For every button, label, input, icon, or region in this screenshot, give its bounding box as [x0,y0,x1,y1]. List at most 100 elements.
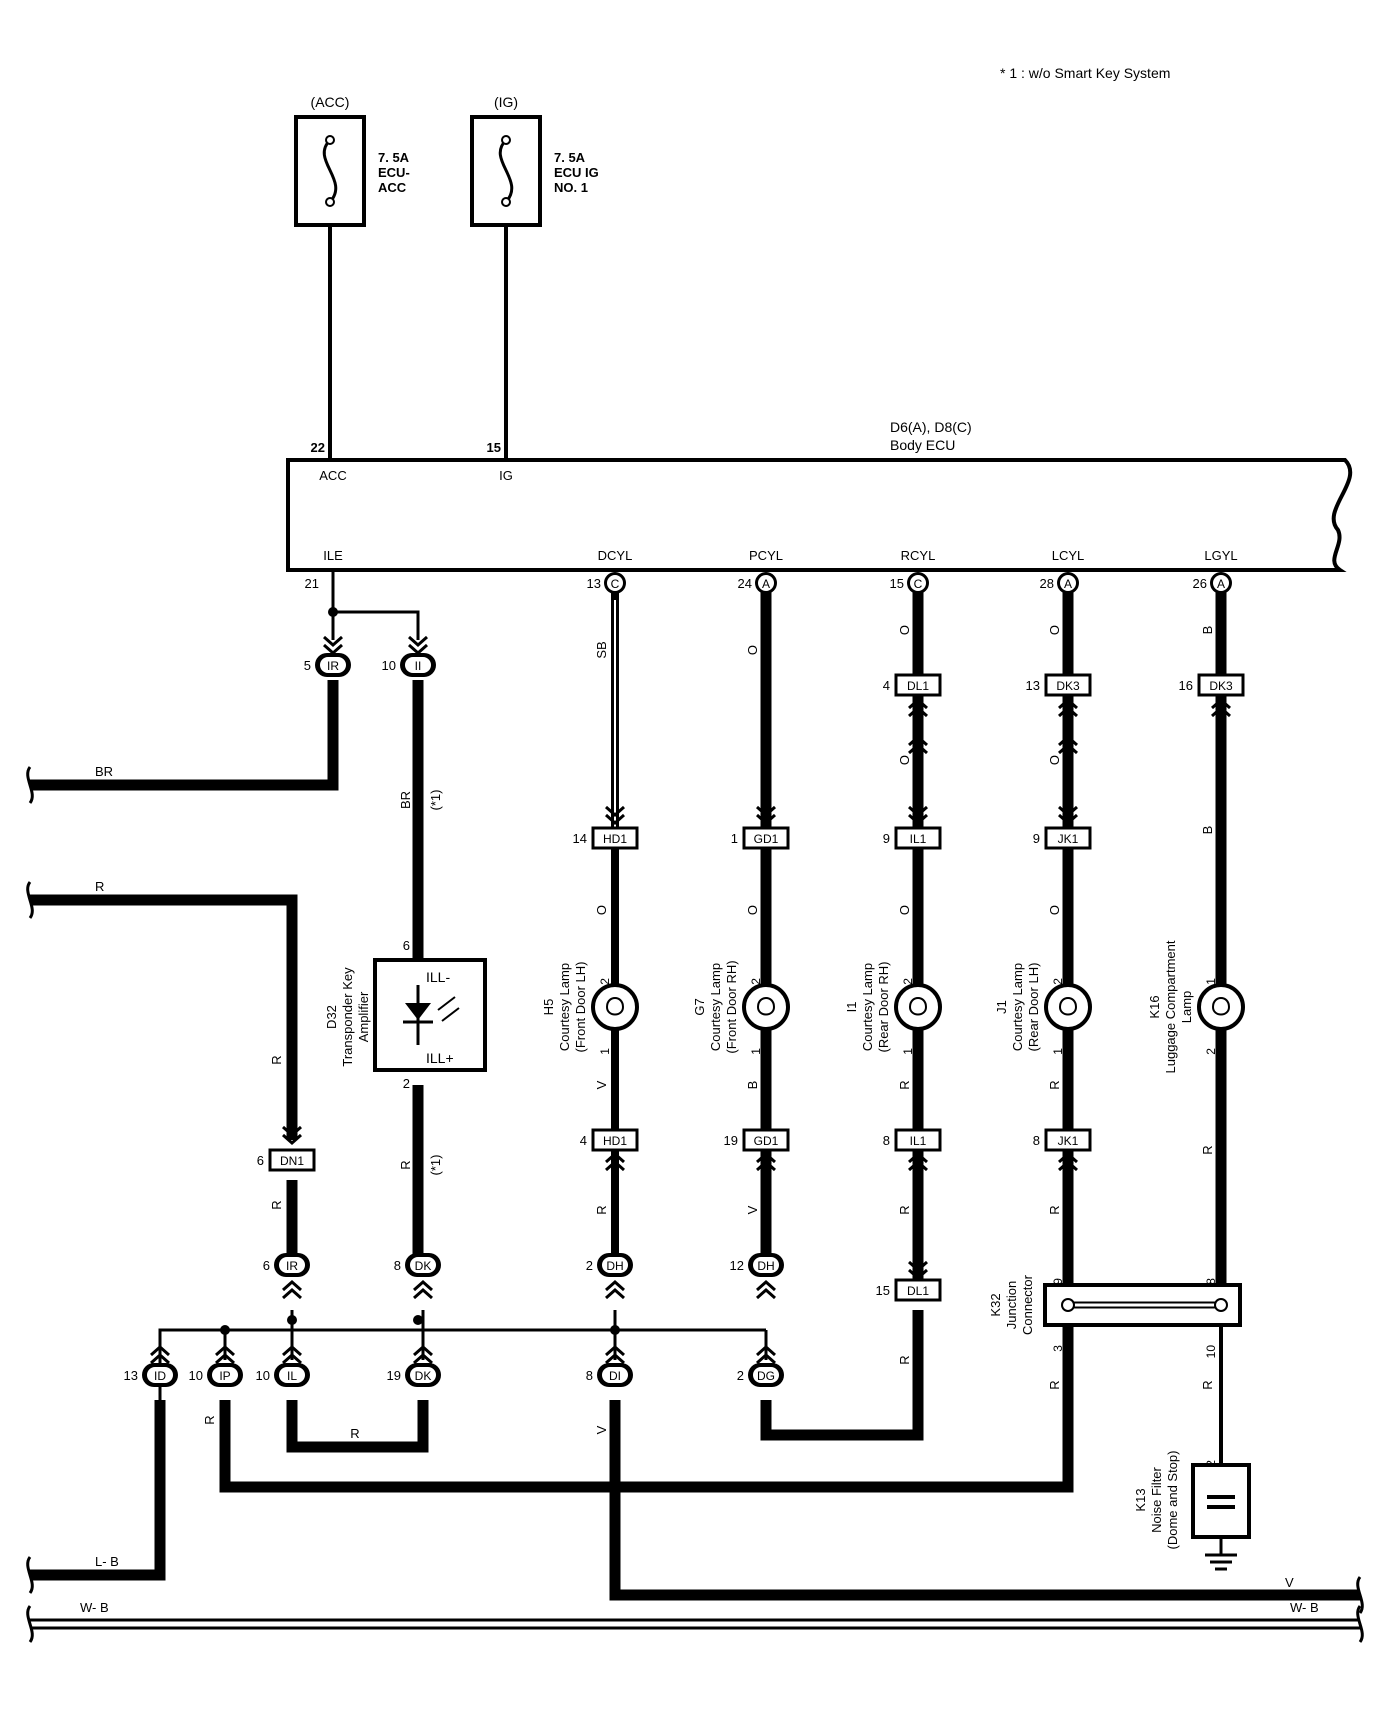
wire-color-label: SB [594,641,609,658]
wire-color-label: O [1047,625,1062,635]
junction-connector-inner [405,657,431,673]
chevron-down-icon [1058,805,1078,826]
wire-color-label: O [1047,755,1062,765]
chevron-up-icon [1058,697,1078,718]
lamp-pin: 2 [1051,978,1065,985]
ecu-pin-number: 24 [738,576,752,591]
k32-pin: 8 [1204,1278,1218,1285]
junction-dot [220,1325,230,1335]
ecu-pin-label: ACC [319,468,346,483]
junction-connector-inner [410,1257,436,1273]
fuse-name: ECU IG [554,165,599,180]
junction-connector-id: DK [415,1369,432,1383]
chevron-up-icon [1058,1151,1078,1172]
inline-connector-id: DK3 [1056,679,1080,693]
lb-wire [30,1400,166,1581]
junction-connector-id: IP [219,1369,230,1383]
lamp-pin: 2 [598,978,612,985]
junction-connector-pin: 12 [730,1258,744,1273]
fuse-terminal [325,135,335,145]
ecu-connector-badge-inner [1213,575,1229,591]
inline-connector-id: DK3 [1209,679,1233,693]
chevron-up-icon [150,1344,170,1365]
junction-connector-pin: 13 [124,1368,138,1383]
ecu-pin-number: 22 [311,440,325,455]
ecu-connector-badge-inner [1060,575,1076,591]
inline-connector [742,1128,790,1152]
chevron-up-icon [413,1279,433,1300]
wire-color-label: B [745,1081,760,1090]
k32-ref: K32 [988,1293,1003,1316]
lamp-bulb-icon [1197,983,1245,1031]
wire-break-mark [26,1556,34,1594]
junction-connector-inner [753,1367,779,1383]
fuse-name: ECU- [378,165,410,180]
inline-connector-pin: 9 [1033,831,1040,846]
ecu-name: Body ECU [890,437,955,453]
junction-connector-id: IR [286,1259,298,1273]
ecu-connector-letter: A [762,577,770,591]
chevron-down-icon [323,635,343,656]
junction-connector-inner [602,1367,628,1383]
lamp-name: (Front Door RH) [724,960,739,1053]
chevron-down-icon [908,805,928,826]
noise-filter-ref: K13 [1133,1488,1148,1511]
fuse-element [498,138,514,204]
inline-connector-pin: 13 [1026,678,1040,693]
lamp-name: Courtesy Lamp [1010,963,1025,1051]
inline-connector [894,826,942,850]
ecu-ref: D6(A), D8(C) [890,419,972,435]
junction-connector-pin: 6 [263,1258,270,1273]
lamp-ref: G7 [692,998,707,1015]
inline-connector-pin: 15 [876,1283,890,1298]
inline-connector-id: JK1 [1058,832,1079,846]
inline-connector [894,1128,942,1152]
wire-break-mark [26,881,34,919]
amplifier-name: Amplifier [356,991,371,1042]
lamp-name: Courtesy Lamp [708,963,723,1051]
inline-connector [591,1128,639,1152]
chevron-up-icon [605,1279,625,1300]
fuse-rating: 7. 5A [554,150,586,165]
junction-dot [610,1325,620,1335]
fuse-element [322,138,338,204]
v-wire [609,1400,1360,1601]
ecu-pin-number: 21 [305,576,319,591]
wire-color-label: O [745,905,760,915]
noise-filter-pin: 2 [1204,1460,1218,1467]
wire-color-label: R [202,1415,217,1424]
inline-connector-id: GD1 [754,1134,779,1148]
br-wire [30,680,339,791]
lamp-filament [606,997,625,1016]
junction-connector-pin: 19 [387,1368,401,1383]
wire-color-label: BR [398,791,413,809]
wire-color-label: V [594,1080,609,1089]
ecu-pin-number: 15 [890,576,904,591]
junction-connector-id: IR [327,659,339,673]
chevron-up-icon [413,1344,433,1365]
wire-break-mark [26,1605,34,1643]
lamp-ref: I1 [844,1002,859,1013]
amplifier-ref: D32 [324,1005,339,1029]
chevron-up-icon [215,1344,235,1365]
wires [30,225,1360,1630]
wire-color-label: O [897,755,912,765]
chevron-up-icon [282,1279,302,1300]
k32-terminal [1214,1298,1228,1312]
chevron-down-icon [282,1125,302,1146]
junction-connector-id: DI [609,1369,621,1383]
ecu-pin-label: LGYL [1204,548,1237,563]
wire-color-label: BR [95,764,113,779]
inline-connector-pin: 9 [883,831,890,846]
chevron-up-icon [756,1279,776,1300]
amplifier-label-bottom: ILL+ [426,1050,454,1066]
fuse-terminal [501,197,511,207]
led-light-rays [437,996,460,1022]
junction-connector-id: II [415,659,422,673]
wire-color-label: W- B [1290,1600,1319,1615]
k32-pin: 3 [1051,1345,1065,1352]
inline-connector [591,826,639,850]
amplifier-pin: 6 [403,938,410,953]
wire-color-label: R [1200,1380,1215,1389]
junction-connector-inner [410,1367,436,1383]
